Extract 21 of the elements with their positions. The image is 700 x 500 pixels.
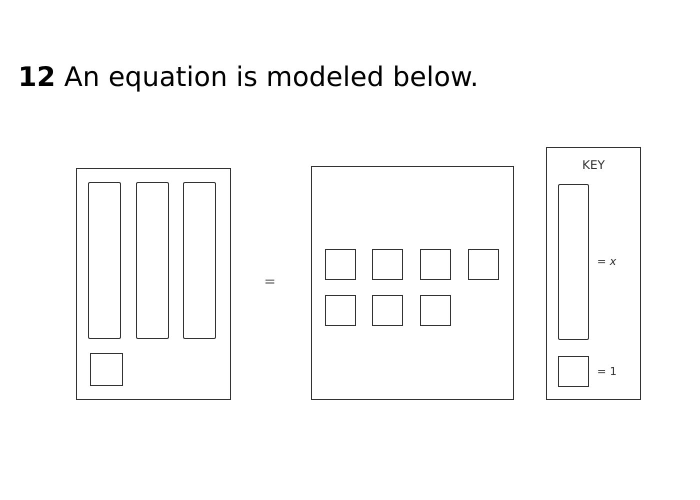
tile-value: = x bbox=[597, 255, 616, 268]
square-tile bbox=[325, 295, 356, 326]
rectangle-tile bbox=[88, 182, 121, 339]
key-heading: KEY bbox=[581, 158, 606, 172]
model-panel bbox=[311, 166, 514, 400]
model-panel bbox=[76, 168, 231, 400]
question-text: 12 An equation is modeled below. bbox=[18, 62, 479, 93]
square-tile bbox=[325, 249, 356, 280]
square-tile bbox=[420, 249, 451, 280]
square-tile bbox=[372, 295, 403, 326]
square-tile bbox=[558, 356, 589, 387]
square-tile bbox=[372, 249, 403, 280]
tile-value: = 1 bbox=[597, 364, 617, 378]
rectangle-tile bbox=[558, 184, 589, 340]
rectangle-tile bbox=[136, 182, 169, 339]
equals-sign: = bbox=[264, 274, 276, 290]
square-tile bbox=[420, 295, 451, 326]
square-tile bbox=[90, 353, 123, 386]
rectangle-tile bbox=[183, 182, 216, 339]
square-tile bbox=[468, 249, 499, 280]
key-panel bbox=[546, 147, 641, 400]
